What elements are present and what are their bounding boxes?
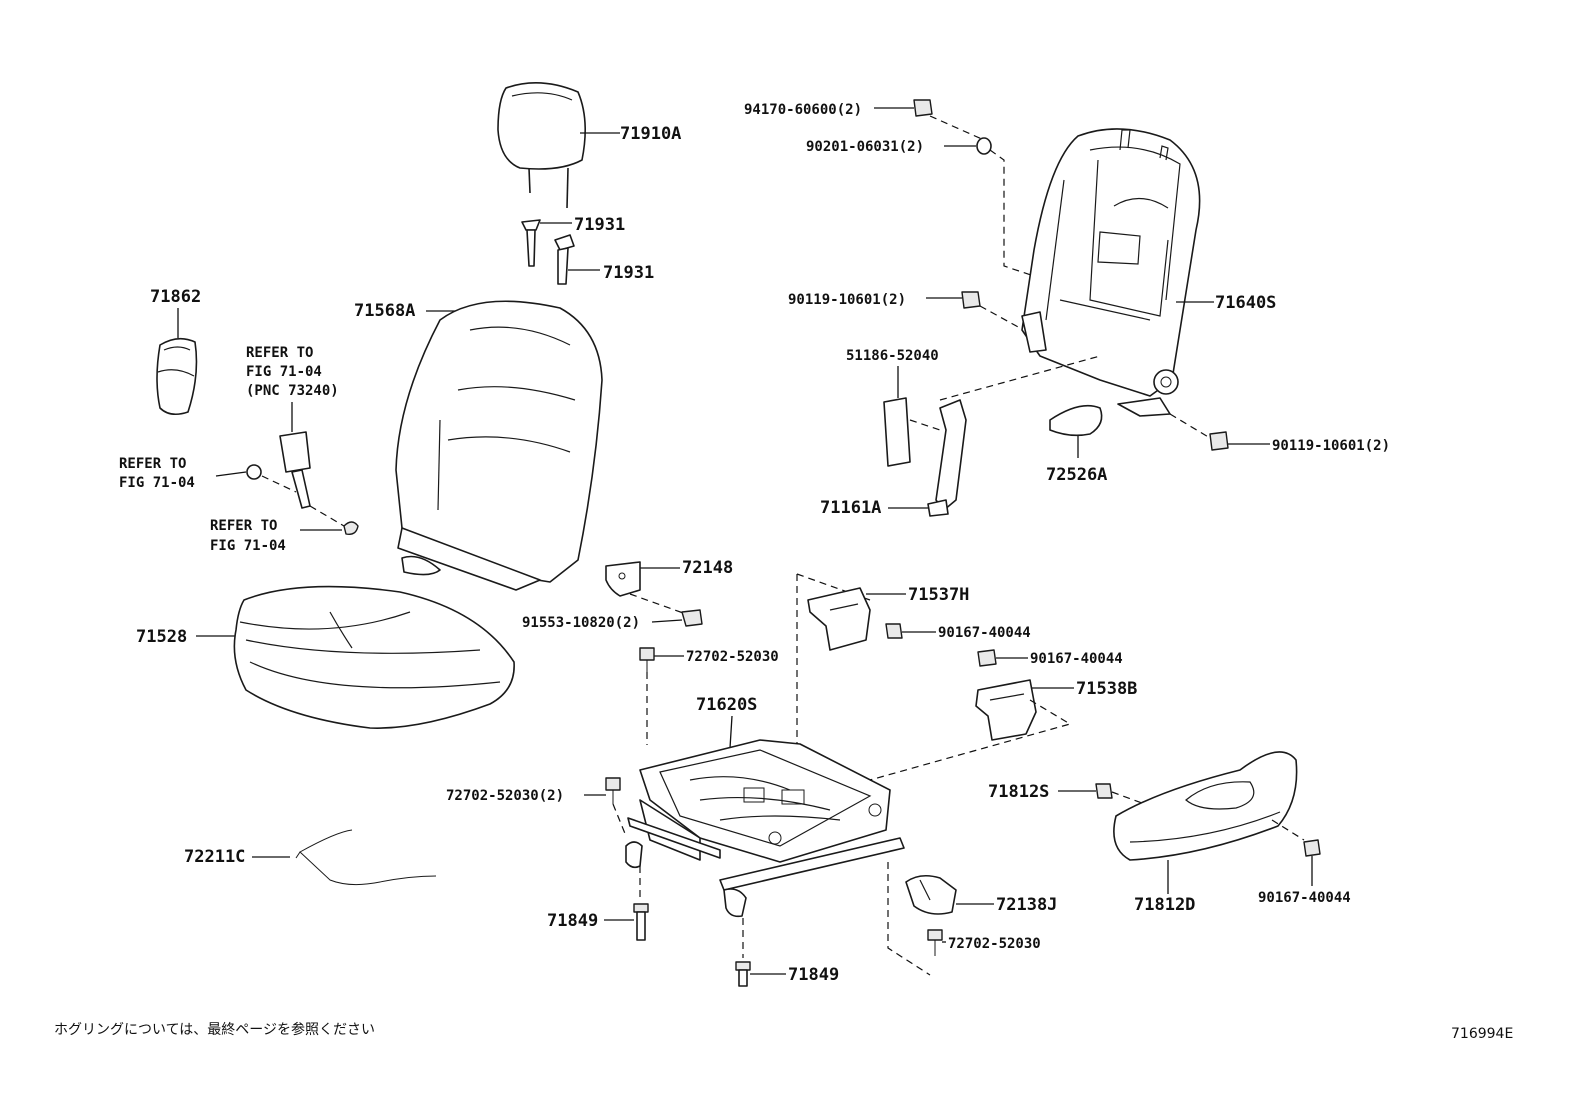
label-71812S: 71812S [988, 782, 1049, 802]
footer-note: ホグリングについては、最終ページを参照ください [54, 1021, 375, 1038]
label-71931-upper: 71931 [574, 215, 625, 235]
label-71640S: 71640S [1215, 293, 1276, 313]
seat-wire [252, 829, 437, 886]
figure-id: 716994E [1451, 1026, 1513, 1042]
label-90119-right: 90119-10601(2) [1272, 438, 1390, 454]
washer-90201 [944, 137, 1041, 279]
knob-screw-71812S [1058, 783, 1151, 807]
svg-text:REFER TO: REFER TO [246, 345, 313, 361]
headrest-support-lower [554, 234, 600, 285]
label-71568A: 71568A [354, 301, 415, 321]
spacer-51186 [883, 366, 941, 467]
headrest [497, 82, 620, 209]
screw-72702-left [584, 777, 627, 837]
label-71620S: 71620S [696, 695, 757, 715]
headrest-support-upper [521, 219, 572, 267]
seatback-frame [1021, 128, 1214, 417]
rail-cover [905, 874, 994, 915]
label-71812D: 71812D [1134, 895, 1195, 915]
label-71849-bottom: 71849 [788, 965, 839, 985]
label-72526A: 72526A [1046, 465, 1107, 485]
label-90167-mid: 90167-40044 [1030, 651, 1123, 667]
label-71528: 71528 [136, 627, 187, 647]
bracket-71161A [888, 399, 967, 517]
label-51186: 51186-52040 [846, 348, 939, 364]
seatbelt-buckle [246, 402, 359, 536]
label-71862: 71862 [150, 287, 201, 307]
label-90119-left: 90119-10601(2) [788, 292, 906, 308]
screw-72702-bottom [887, 862, 946, 976]
svg-text:FIG 71-04: FIG 71-04 [210, 538, 286, 554]
bolt-90119-left [926, 291, 1021, 329]
label-71161A: 71161A [820, 498, 881, 518]
label-72148: 72148 [682, 558, 733, 578]
bolt-71849-left [604, 866, 649, 941]
svg-text:FIG 71-04: FIG 71-04 [119, 475, 195, 491]
recliner-knob [1049, 404, 1103, 458]
front-shield-outer [869, 679, 1074, 781]
recliner-bracket [605, 561, 703, 627]
label-72702-left: 72702-52030(2) [446, 788, 564, 804]
svg-text:FIG 71-04: FIG 71-04 [246, 364, 322, 380]
label-71537H: 71537H [908, 585, 969, 605]
seat-cushion-cover [196, 585, 515, 729]
svg-text:(PNC 73240): (PNC 73240) [246, 383, 339, 399]
screw-72702-top [639, 647, 684, 745]
reference-note-3: REFER TO FIG 71-04 [210, 518, 342, 554]
label-71910A: 71910A [620, 124, 681, 144]
label-72702-bottom: 72702-52030 [948, 936, 1041, 952]
label-71849-left: 71849 [547, 911, 598, 931]
nut-94170 [874, 99, 985, 141]
label-71931-lower: 71931 [603, 263, 654, 283]
svg-text:REFER TO: REFER TO [119, 456, 186, 472]
svg-text:REFER TO: REFER TO [210, 518, 277, 534]
reference-note-1: REFER TO FIG 71-04 (PNC 73240) [246, 345, 339, 399]
label-91553: 91553-10820(2) [522, 615, 640, 631]
label-94170: 94170-60600(2) [744, 102, 862, 118]
label-72138J: 72138J [996, 895, 1057, 915]
label-90167-upper: 90167-40044 [938, 625, 1031, 641]
seat-cushion-frame [625, 715, 905, 918]
bolt-90119-right [1169, 413, 1270, 451]
label-90201: 90201-06031(2) [806, 139, 924, 155]
label-90167-lower: 90167-40044 [1258, 890, 1351, 906]
front-shield-inner [807, 587, 936, 651]
side-shield-cover [156, 308, 198, 416]
label-72702-top: 72702-52030 [686, 649, 779, 665]
label-72211C: 72211C [184, 847, 245, 867]
reference-note-2: REFER TO FIG 71-04 [119, 456, 247, 491]
bolt-71849-bottom [735, 918, 786, 987]
label-71538B: 71538B [1076, 679, 1137, 699]
screw-90167-lower [1271, 819, 1321, 886]
seatback-cover [395, 300, 603, 591]
side-cover-outer [1113, 751, 1298, 894]
screw-90167-mid [977, 649, 1028, 667]
